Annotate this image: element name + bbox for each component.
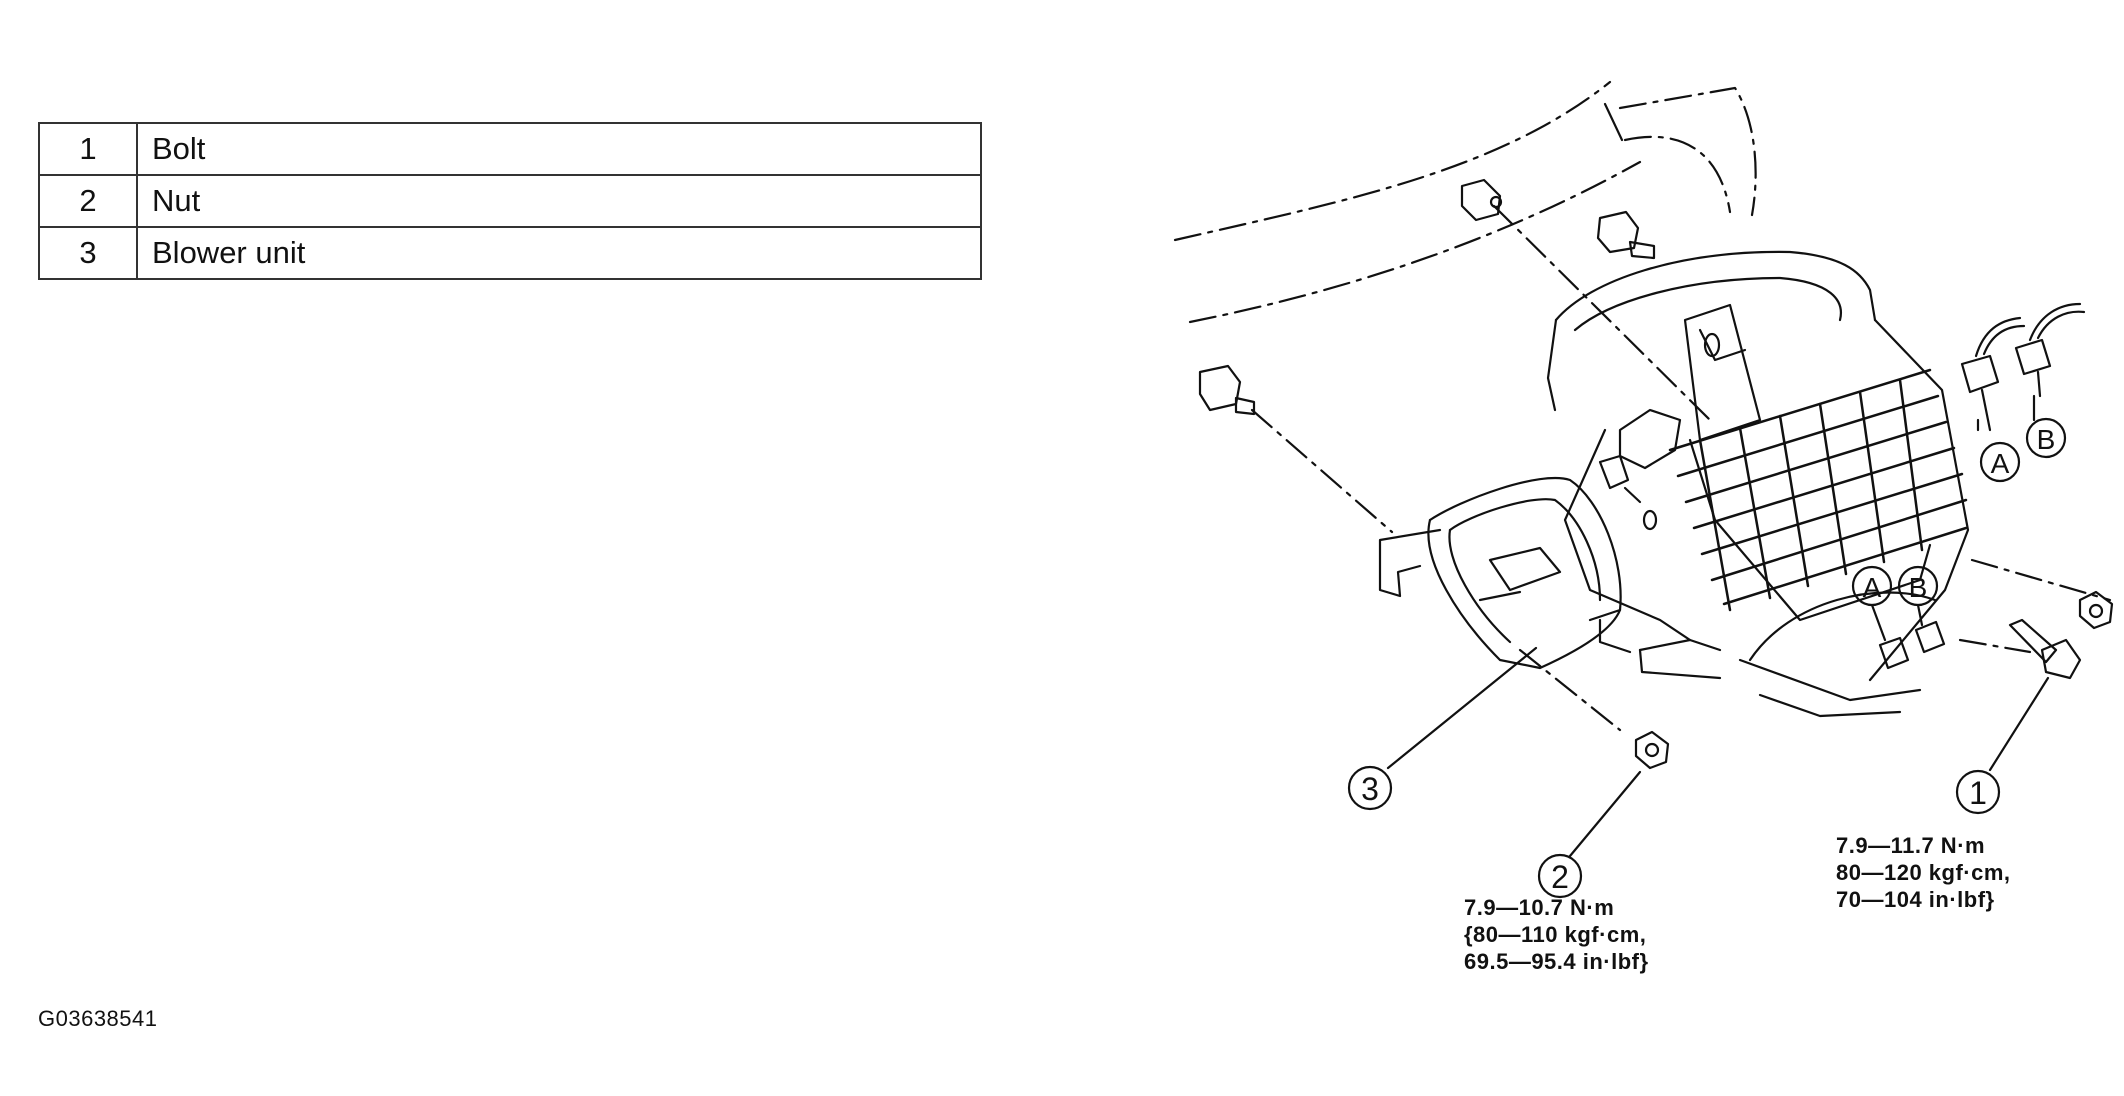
torque-nut-line3: 69.5—95.4 in·lbf} xyxy=(1464,949,1649,974)
clip-upper-right xyxy=(1596,210,1656,260)
connector-B-loose xyxy=(2014,302,2086,398)
callout-A-mid-leader xyxy=(1870,603,1887,642)
clip-upper-left xyxy=(1460,178,1503,222)
callout-A-top: A xyxy=(1979,441,2021,483)
torque-bolt-line1: 7.9—11.7 N·m xyxy=(1836,833,1986,858)
torque-spec-bolt: 7.9—11.7 N·m 80—120 kgf·cm, 70—104 in·lb… xyxy=(1836,832,2011,913)
connector-B-mounted xyxy=(1914,620,1946,654)
torque-bolt-line2: 80—120 kgf·cm, xyxy=(1836,860,2011,885)
connector-A-loose xyxy=(1960,316,2026,432)
callout-2-label: 2 xyxy=(1551,859,1569,895)
bolt-icon xyxy=(2008,618,2082,680)
legend-row: 2 Nut xyxy=(38,174,982,228)
callout-3-label: 3 xyxy=(1361,771,1379,807)
callout-A-mid-label: A xyxy=(1863,572,1882,603)
callout-B-top-label: B xyxy=(2037,424,2056,455)
legend-description: Bolt xyxy=(136,122,982,176)
legend-row: 1 Bolt xyxy=(38,122,982,176)
callout-1-label: 1 xyxy=(1969,775,1987,811)
mounting-bracket-left xyxy=(1378,528,1442,598)
actuator-motor xyxy=(1598,408,1682,531)
legend-number: 2 xyxy=(38,174,138,228)
legend-number: 1 xyxy=(38,122,138,176)
callout-1: 1 xyxy=(1955,769,2001,815)
clip-left xyxy=(1198,364,1256,416)
callout-B-mid-label: B xyxy=(1909,572,1928,603)
torque-bolt-line3: 70—104 in·lbf} xyxy=(1836,887,1995,912)
connector-A-mounted xyxy=(1878,636,1910,670)
callout-2: 2 xyxy=(1537,853,1583,899)
torque-nut-line2: {80—110 kgf·cm, xyxy=(1464,922,1647,947)
callout-B-top: B xyxy=(2025,417,2067,459)
legend-number: 3 xyxy=(38,226,138,280)
callout-B-mid-leader xyxy=(1916,603,1924,627)
legend-description: Nut xyxy=(136,174,982,228)
legend-row: 3 Blower unit xyxy=(38,226,982,280)
parts-legend-table: 1 Bolt 2 Nut 3 Blower unit xyxy=(38,122,982,280)
callout-A-mid: A xyxy=(1851,565,1893,607)
leader-lines xyxy=(1386,394,2050,858)
torque-nut-line1: 7.9—10.7 N·m xyxy=(1464,895,1615,920)
blower-duct-outlet xyxy=(1427,476,1622,670)
legend-description: Blower unit xyxy=(136,226,982,280)
alignment-lines xyxy=(1250,204,2112,732)
nut-right-icon xyxy=(2078,590,2114,630)
blower-grille xyxy=(1668,368,1968,612)
torque-spec-nut: 7.9—10.7 N·m {80—110 kgf·cm, 69.5—95.4 i… xyxy=(1464,894,1649,975)
callout-3: 3 xyxy=(1347,765,1393,811)
nut-icon xyxy=(1634,730,1670,770)
callout-A-top-label: A xyxy=(1991,448,2010,479)
dashboard-edge xyxy=(1603,102,1624,142)
figure-id: G03638541 xyxy=(38,1006,158,1031)
dashboard-outline xyxy=(1173,80,1757,324)
